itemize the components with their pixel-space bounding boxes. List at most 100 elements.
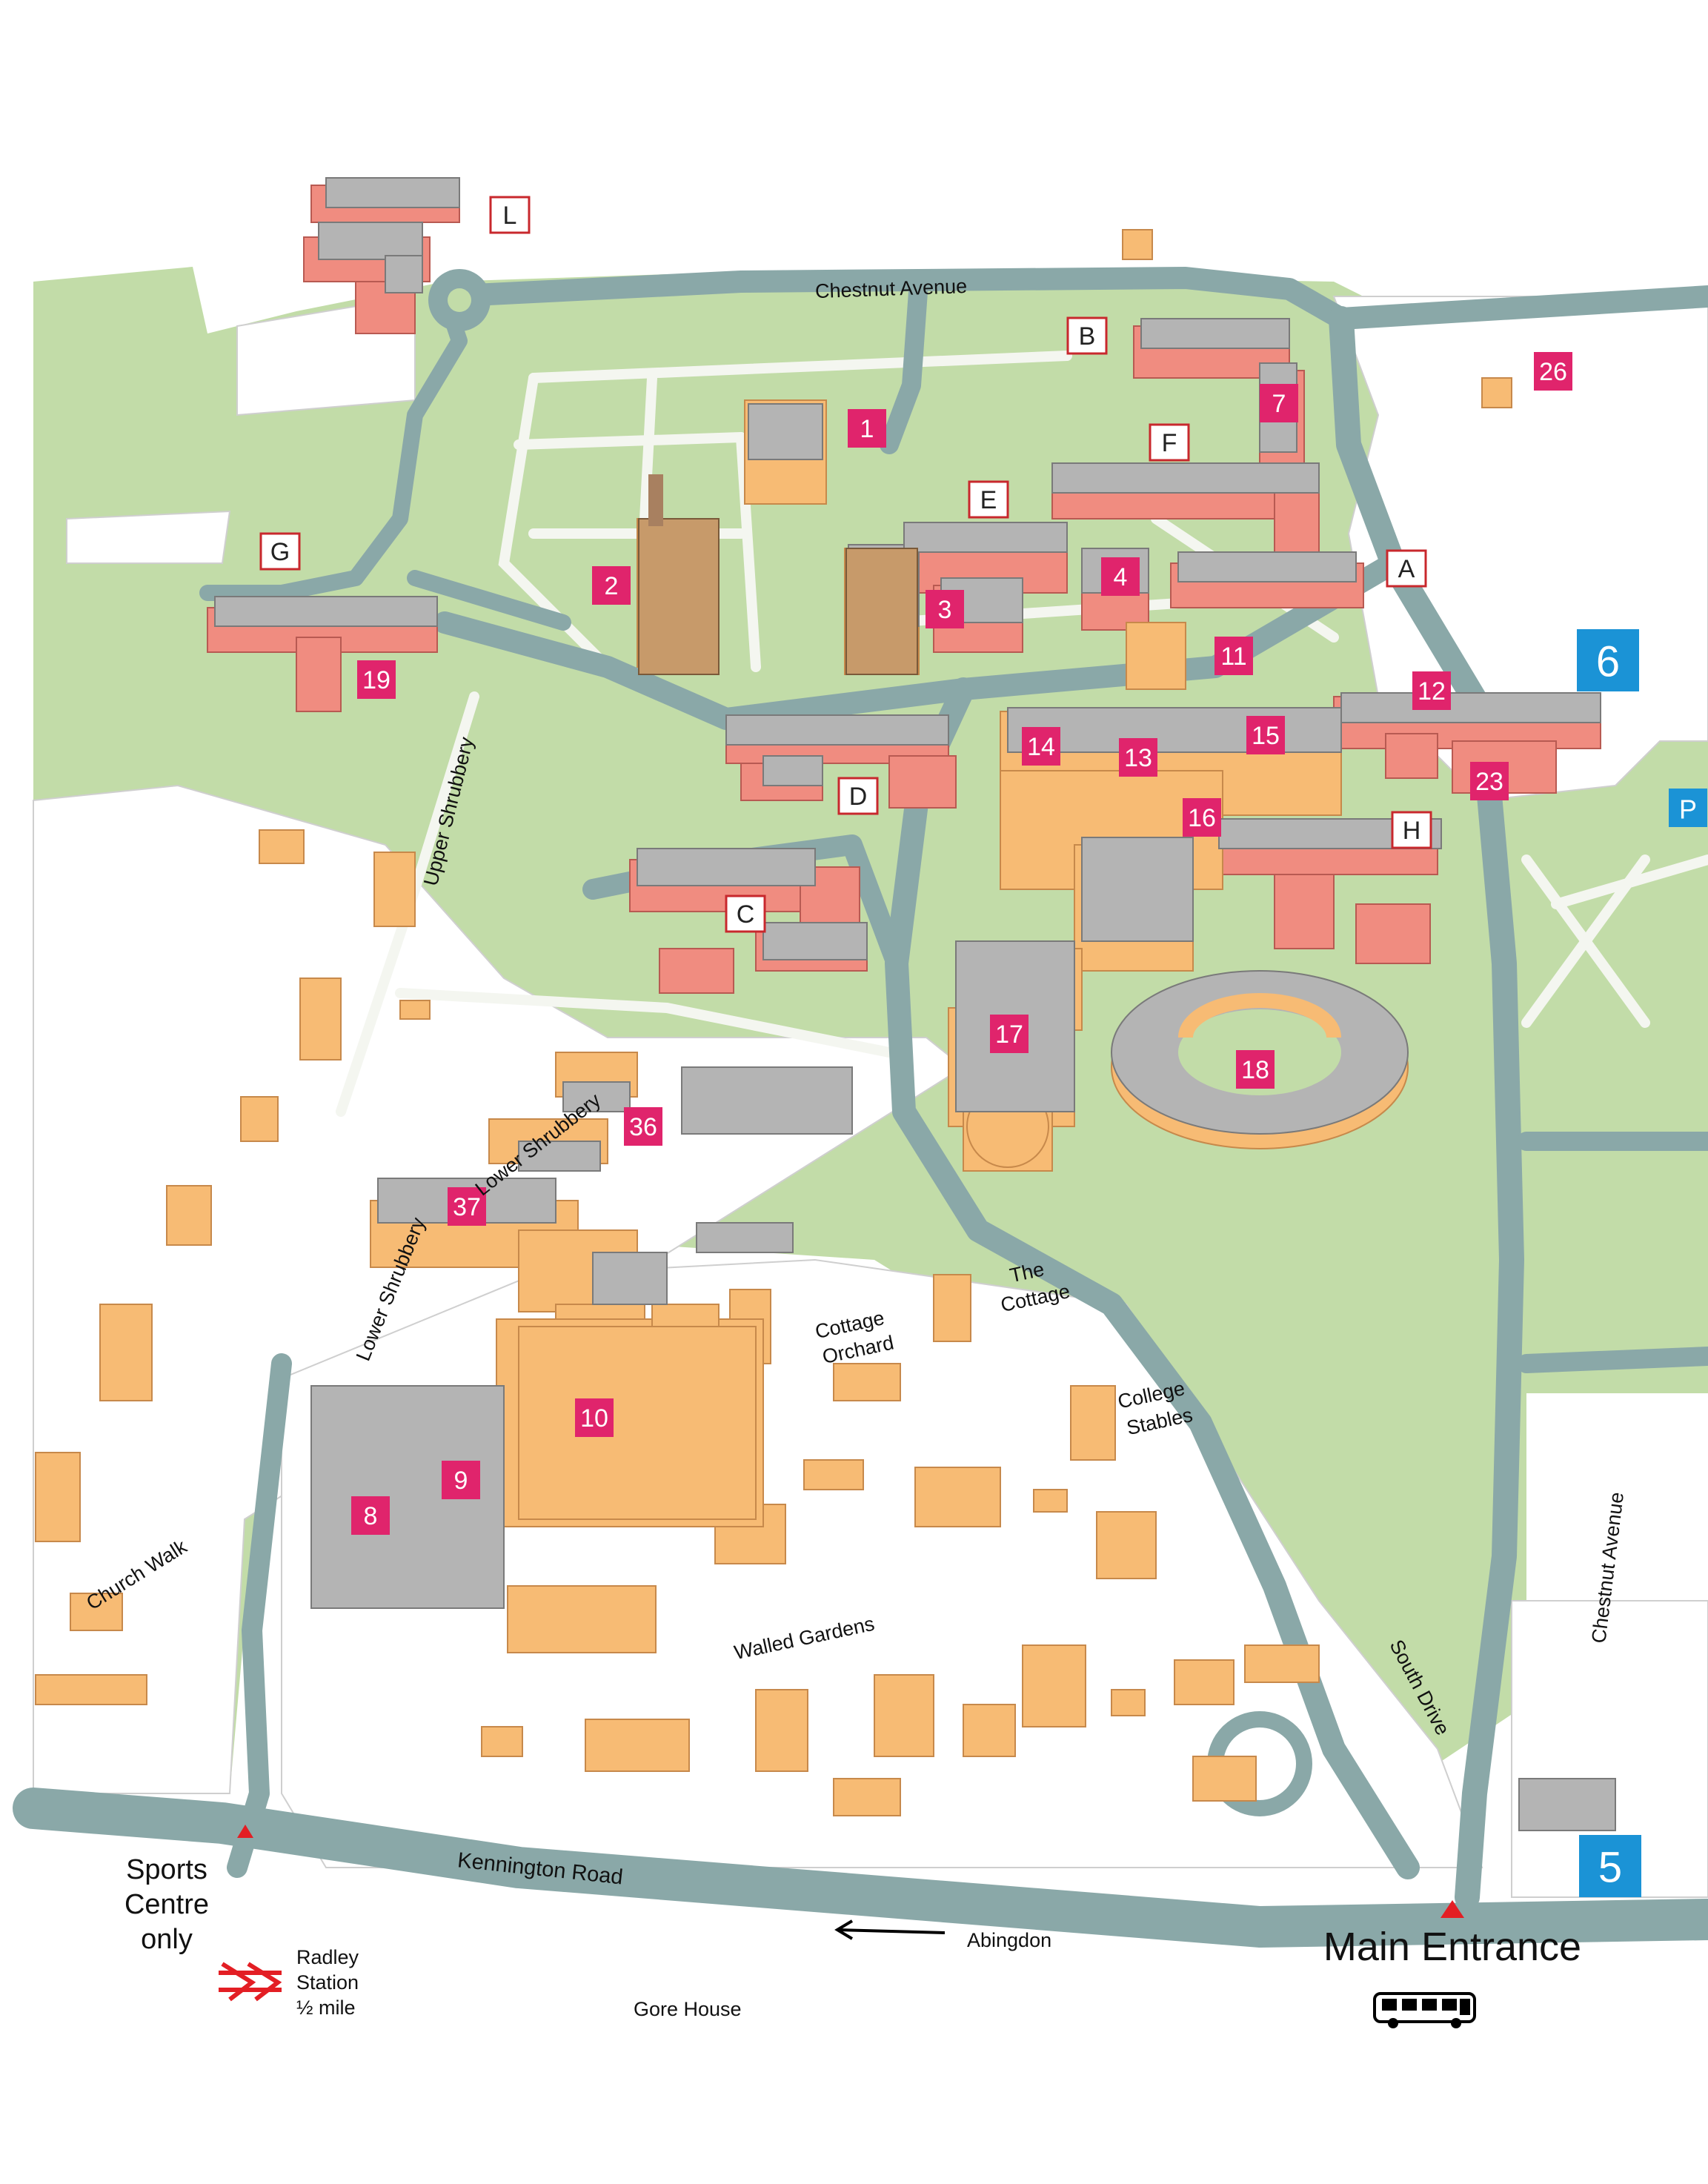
marker-number: 19 <box>362 666 391 694</box>
sports-centre-entrance-icon <box>237 1825 253 1838</box>
house-marker-D[interactable]: D <box>837 777 879 815</box>
house-marker-F[interactable]: F <box>1149 423 1190 462</box>
abingdon-arrow-icon <box>834 1919 946 1940</box>
building-marker-17[interactable]: 17 <box>990 1015 1029 1053</box>
marker-number: 1 <box>860 415 874 443</box>
building-marker-1[interactable]: 1 <box>848 409 886 448</box>
building-marker-16[interactable]: 16 <box>1183 798 1221 837</box>
house-marker-G[interactable]: G <box>259 532 301 571</box>
marker-badge <box>1236 1050 1275 1089</box>
building-marker-13[interactable]: 13 <box>1119 738 1157 777</box>
marker-number: 17 <box>995 1020 1023 1049</box>
marker-letter: C <box>737 900 755 929</box>
house-marker-A[interactable]: A <box>1386 549 1427 588</box>
marker-badge <box>1101 557 1140 596</box>
building-marker-3[interactable]: 3 <box>926 590 964 628</box>
marker-letter: D <box>849 783 868 811</box>
marker-badge <box>575 1398 614 1437</box>
building-marker-2[interactable]: 2 <box>592 566 631 605</box>
buildings-orange <box>35 229 1512 1816</box>
house-marker-B[interactable]: B <box>1066 316 1108 355</box>
marker-badge <box>1066 316 1108 355</box>
building-marker-15[interactable]: 15 <box>1246 716 1285 754</box>
marker-badge <box>489 196 531 234</box>
marker-badge <box>259 532 301 571</box>
marker-number: 3 <box>938 596 952 624</box>
building-17 <box>955 940 1075 1168</box>
place-label-gore-house: Gore House <box>634 1998 742 2020</box>
marker-number: 36 <box>629 1113 657 1141</box>
building-marker-4[interactable]: 4 <box>1101 557 1140 596</box>
marker-badge <box>926 590 964 628</box>
marker-number: 4 <box>1114 563 1128 591</box>
marker-badge <box>624 1107 662 1146</box>
main-entrance-icon <box>1440 1900 1464 1918</box>
road-label-abingdon: Abingdon <box>967 1929 1051 1951</box>
area-marker-5[interactable]: 5 <box>1579 1835 1641 1897</box>
house-marker-H[interactable]: H <box>1391 811 1432 849</box>
building-marker-37[interactable]: 37 <box>448 1187 486 1226</box>
parking-marker[interactable]: P <box>1669 789 1707 827</box>
building-marker-26[interactable]: 26 <box>1534 352 1572 391</box>
house-marker-L[interactable]: L <box>489 196 531 234</box>
place-label-radley-line3: ½ mile <box>296 1997 356 2019</box>
marker-number: 2 <box>605 572 619 600</box>
marker-number: 13 <box>1124 744 1152 772</box>
marker-badge <box>837 777 879 815</box>
building-marker-10[interactable]: 10 <box>575 1398 614 1437</box>
marker-badge <box>1119 738 1157 777</box>
building-marker-36[interactable]: 36 <box>624 1107 662 1146</box>
building-marker-9[interactable]: 9 <box>442 1461 480 1499</box>
marker-badge <box>1260 384 1298 422</box>
building-marker-19[interactable]: 19 <box>357 660 396 699</box>
marker-letter: B <box>1079 322 1096 351</box>
building-marker-12[interactable]: 12 <box>1412 671 1451 710</box>
marker-label: 6 <box>1596 638 1620 686</box>
marker-number: 8 <box>364 1502 378 1530</box>
marker-number: 9 <box>454 1467 468 1495</box>
building-marker-7[interactable]: 7 <box>1260 384 1298 422</box>
chapel <box>638 474 918 675</box>
building-marker-14[interactable]: 14 <box>1022 727 1060 766</box>
marker-badge <box>1391 811 1432 849</box>
marker-badge <box>1534 352 1572 391</box>
place-label-radley-line2: Station <box>296 1971 359 1994</box>
marker-badge <box>1246 716 1285 754</box>
marker-number: 15 <box>1252 722 1280 750</box>
marker-badge <box>442 1461 480 1499</box>
grounds <box>33 267 1708 1793</box>
house-marker-E[interactable]: E <box>968 480 1009 519</box>
marker-number: 11 <box>1220 643 1246 671</box>
marker-letter: A <box>1398 555 1415 583</box>
building-marker-11[interactable]: 11 <box>1214 637 1253 675</box>
rail-icon <box>219 1962 282 2002</box>
building-marker-8[interactable]: 8 <box>351 1496 390 1535</box>
building-marker-23[interactable]: 23 <box>1470 762 1509 800</box>
building-marker-18[interactable]: 18 <box>1236 1050 1275 1089</box>
marker-badge <box>1669 789 1707 827</box>
place-label-radley-line1: Radley <box>296 1946 359 1968</box>
marker-badge <box>725 894 766 933</box>
marker-badge <box>1470 762 1509 800</box>
marker-badge <box>357 660 396 699</box>
place-label-main-entrance: Main Entrance <box>1323 1925 1581 1969</box>
marker-number: 37 <box>453 1193 481 1221</box>
marker-label: P <box>1679 794 1697 825</box>
place-label-sports-centre-line3: only <box>141 1924 193 1955</box>
entrance-markers <box>237 1825 1464 1918</box>
marker-number: 23 <box>1475 768 1503 796</box>
bus-icon <box>1373 1992 1476 2028</box>
marker-letter: H <box>1403 817 1421 845</box>
place-label-sports-centre-line2: Centre <box>124 1889 209 1920</box>
marker-number: 16 <box>1188 804 1216 832</box>
marker-badge <box>968 480 1009 519</box>
marker-number: 7 <box>1272 390 1286 418</box>
marker-label: 5 <box>1598 1844 1622 1892</box>
marker-badge <box>1214 637 1253 675</box>
house-marker-C[interactable]: C <box>725 894 766 933</box>
marker-letter: E <box>980 486 997 514</box>
marker-letter: G <box>270 538 290 566</box>
marker-letter: L <box>503 202 517 230</box>
area-marker-6[interactable]: 6 <box>1577 629 1639 691</box>
